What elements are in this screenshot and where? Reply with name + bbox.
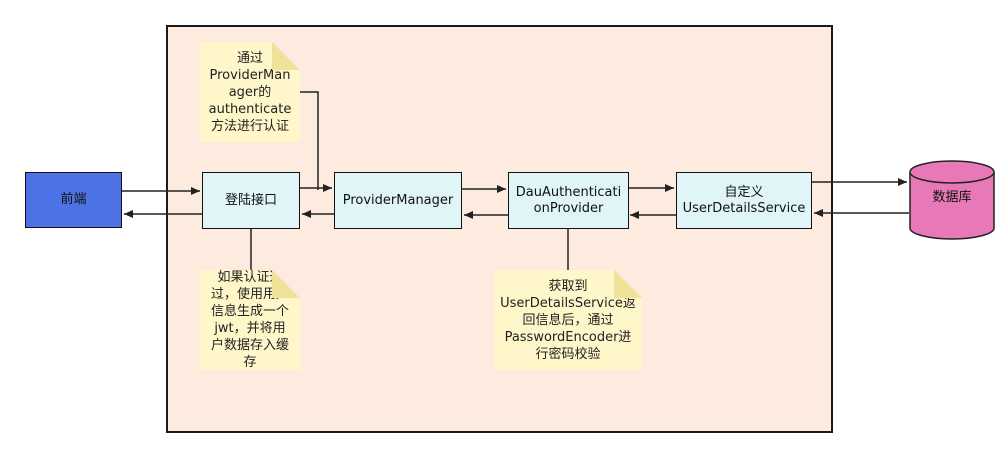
- note-bottom-right-text: 获取到 UserDetailsService返 回信息后，通过 Password…: [500, 278, 636, 362]
- provider-manager-label: ProviderManager: [342, 192, 454, 208]
- note-fold-icon: [272, 270, 300, 298]
- note-top-text: 通过 ProviderMan ager的 authenticate 方法进行认证: [208, 50, 292, 134]
- custom-service-node: 自定义 UserDetailsService: [676, 172, 812, 229]
- note-fold-icon: [614, 270, 642, 298]
- database-node: 数据库: [910, 182, 994, 214]
- provider-manager-node: ProviderManager: [334, 172, 462, 229]
- note-fold-icon: [272, 42, 300, 70]
- note-bottom-left: 如果认证通 过，使用用户 信息生成一个 jwt，并将用 户数据存入缓 存: [200, 270, 300, 370]
- custom-service-label: 自定义 UserDetailsService: [682, 184, 806, 216]
- login-api-label: 登陆接口: [224, 192, 277, 208]
- login-api-node: 登陆接口: [202, 172, 300, 229]
- dau-provider-node: DauAuthenticati onProvider: [508, 172, 629, 229]
- dau-provider-label: DauAuthenticati onProvider: [515, 184, 622, 216]
- frontend-node: 前端: [25, 172, 122, 228]
- connector-top-note: [300, 91, 319, 190]
- note-top: 通过 ProviderMan ager的 authenticate 方法进行认证: [200, 42, 300, 142]
- note-bottom-right: 获取到 UserDetailsService返 回信息后，通过 Password…: [494, 270, 642, 370]
- frontend-label: 前端: [60, 192, 87, 207]
- note-bottom-left-text: 如果认证通 过，使用用户 信息生成一个 jwt，并将用 户数据存入缓 存: [210, 270, 289, 370]
- database-cylinder: [909, 160, 995, 240]
- database-label: 数据库: [932, 190, 972, 205]
